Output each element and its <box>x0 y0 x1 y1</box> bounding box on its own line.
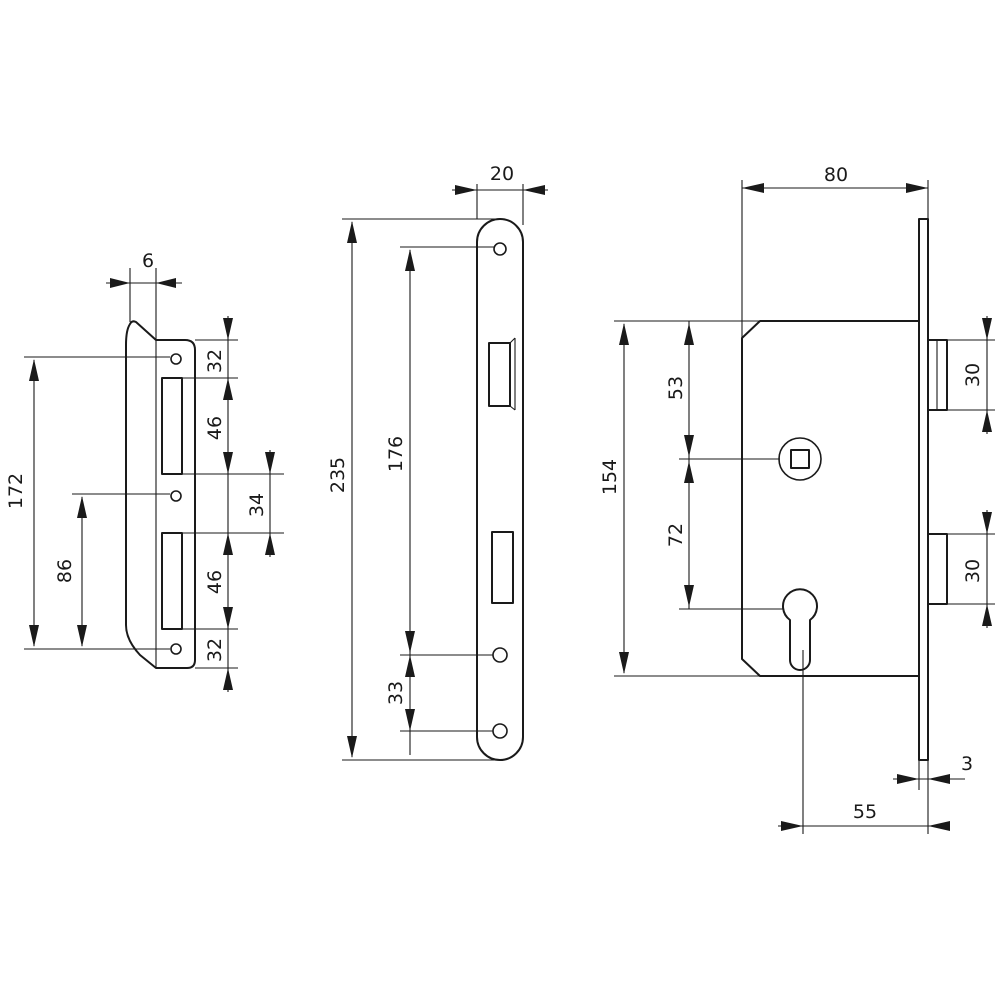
lock-keyhole <box>782 588 818 671</box>
lock-case-depth-label: 80 <box>824 164 848 186</box>
lock-backset-label: 55 <box>853 801 877 823</box>
forend-bottom-screw-hole <box>492 723 508 739</box>
strike-lower-edge-label: 32 <box>204 638 226 662</box>
strike-center-label: 86 <box>54 559 76 583</box>
lock-forend-thickness-label: 3 <box>961 753 973 775</box>
lock-case-outline <box>741 320 920 677</box>
lock-bolt-height-label: 30 <box>962 559 984 583</box>
forend-top-screw-hole <box>493 242 507 256</box>
lock-bolt <box>927 533 948 605</box>
forend-lower-spacing-label: 33 <box>385 681 407 705</box>
strike-center-gap-label: 34 <box>246 493 268 517</box>
strike-upper-slot <box>161 377 183 475</box>
forend-screw-spacing-label: 176 <box>385 436 407 472</box>
lock-follower <box>778 437 822 481</box>
lock-body-dimensions: 80 154 53 72 30 30 <box>599 164 995 834</box>
strike-upper-slot-label: 46 <box>204 416 226 440</box>
forend-middle-screw-hole <box>492 647 508 663</box>
strike-plate-dimensions: 6 172 86 32 46 46 32 3 <box>5 250 284 692</box>
forend-bolt-opening <box>491 531 514 604</box>
forend-width-label: 20 <box>490 163 514 185</box>
strike-upper-screw-hole <box>170 353 182 365</box>
lock-follower-keyhole-label: 72 <box>665 523 687 547</box>
strike-plate <box>125 320 196 669</box>
lock-latch-height-label: 30 <box>962 363 984 387</box>
strike-upper-edge-label: 32 <box>204 349 226 373</box>
lock-follower-top-label: 53 <box>665 376 687 400</box>
strike-middle-screw-hole <box>170 490 182 502</box>
strike-plate-outline <box>125 320 196 669</box>
strike-thickness-label: 6 <box>142 250 154 272</box>
strike-lower-slot <box>161 532 183 630</box>
forend-plate <box>476 218 524 761</box>
lock-case-height-label: 154 <box>599 459 621 495</box>
forend-length-label: 235 <box>327 457 349 493</box>
strike-lower-screw-hole <box>170 643 182 655</box>
forend-dimensions: 20 235 176 33 <box>327 163 548 761</box>
forend-outline <box>476 218 524 761</box>
strike-lower-slot-label: 46 <box>204 570 226 594</box>
lock-forend-plate <box>918 218 929 761</box>
lock-follower-square <box>790 449 810 469</box>
forend-latch-opening <box>488 342 511 407</box>
strike-hole-to-hole-label: 172 <box>5 473 27 509</box>
lock-body <box>741 218 948 761</box>
